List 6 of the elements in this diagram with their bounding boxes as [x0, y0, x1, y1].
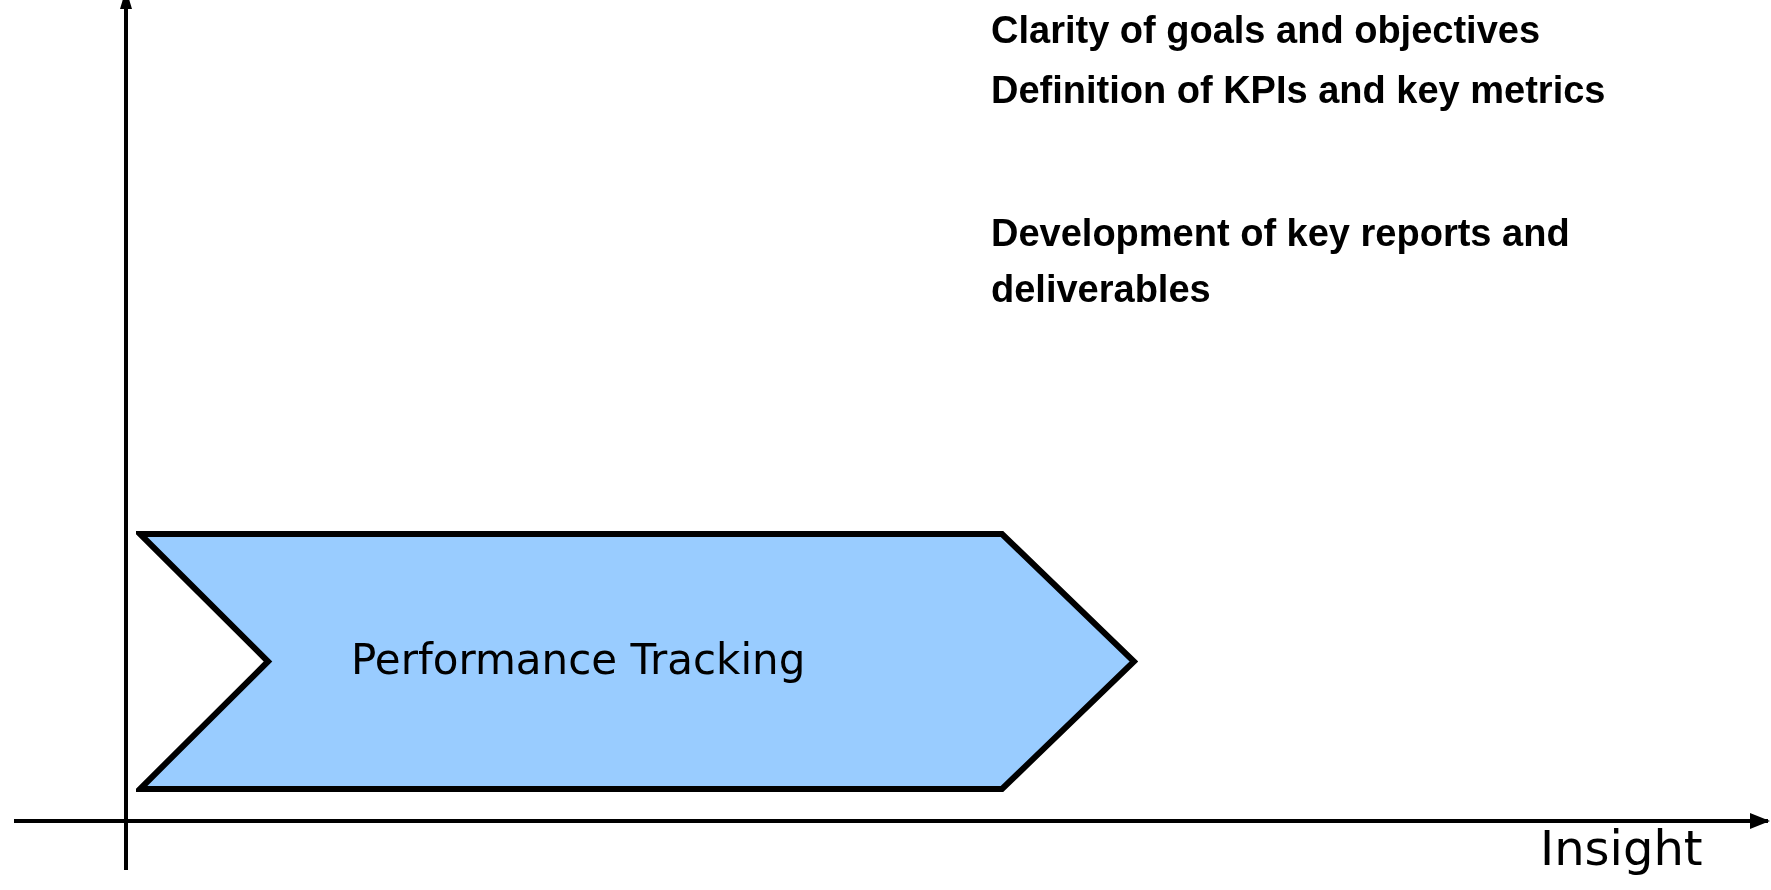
bullet-text: Definition of KPIs and key metrics — [991, 68, 1607, 113]
bullet-text: Development of key reports and deliverables — [991, 211, 1571, 312]
bullet-text: Clarity of goals and objectives — [991, 8, 1542, 53]
chevron-label: Performance Tracking — [351, 635, 806, 684]
chevron-shape — [136, 530, 1138, 793]
axis-label: Insight — [1540, 820, 1703, 876]
